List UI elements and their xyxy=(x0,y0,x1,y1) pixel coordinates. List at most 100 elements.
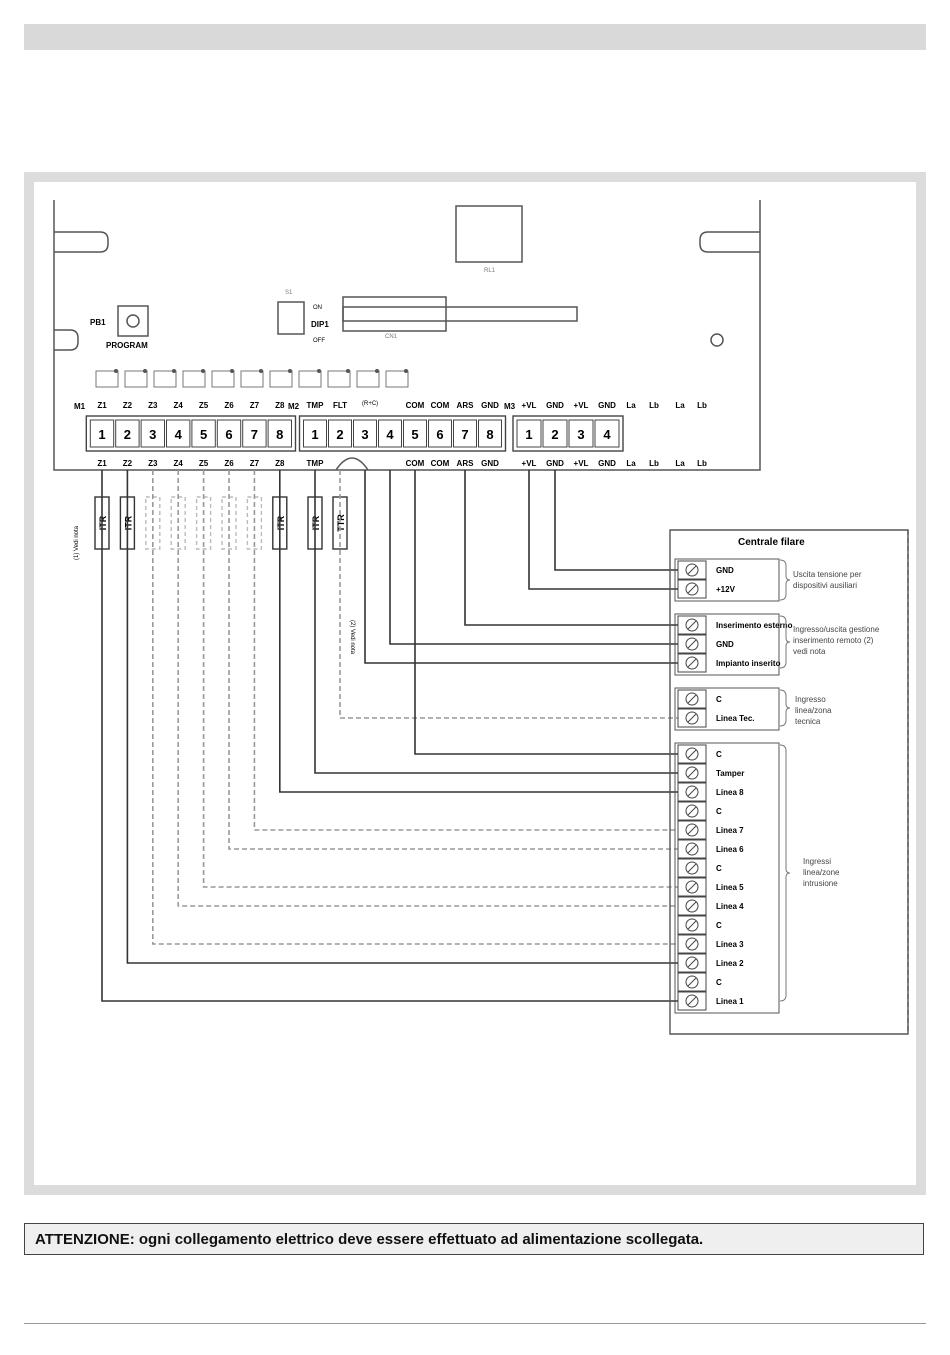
terminal-screw xyxy=(216,419,242,448)
terminal-number: 1 xyxy=(311,427,318,442)
terminal-number: 4 xyxy=(175,427,183,442)
header-bar xyxy=(24,24,926,50)
panel-terminal-label: Linea 2 xyxy=(716,959,744,968)
pb1-label: PB1 xyxy=(90,318,106,327)
led-dot xyxy=(288,369,292,373)
terminal-screw xyxy=(328,419,352,448)
terminal-screw xyxy=(594,419,620,448)
panel-terminal-frame xyxy=(674,742,780,1014)
screw-head xyxy=(685,899,699,913)
panel-terminal-frame xyxy=(674,558,780,602)
terminal-top-label: Z3 xyxy=(148,401,158,410)
led-5 xyxy=(211,370,235,388)
terminal-bottom-label: Z1 xyxy=(97,459,107,468)
panel-terminal-label: Linea 7 xyxy=(716,826,744,835)
terminal-bottom-label: COM xyxy=(406,459,425,468)
panel-terminal-label: C xyxy=(716,978,722,987)
screw-slot xyxy=(687,639,697,649)
screw-slot xyxy=(687,713,697,723)
resistor-label: ITR xyxy=(123,515,133,530)
screw-slot xyxy=(687,863,697,873)
terminal-top-label: GND xyxy=(546,401,564,410)
terminal-bottom-label: Lb xyxy=(697,459,707,468)
led-dot xyxy=(230,369,234,373)
panel-terminal-label: GND xyxy=(716,566,734,575)
screw-head xyxy=(685,582,699,596)
screw-head xyxy=(685,975,699,989)
terminal-bottom-label: GND xyxy=(546,459,564,468)
screw-slot xyxy=(687,939,697,949)
terminal-screw xyxy=(89,419,115,448)
terminal-screw xyxy=(166,419,191,448)
screw-slot xyxy=(687,565,697,575)
panel-terminal-label: C xyxy=(716,921,722,930)
terminal-top-label: Z8 xyxy=(275,401,285,410)
screw-slot xyxy=(687,996,697,1006)
led-dot xyxy=(172,369,176,373)
terminal-bottom-label: Z6 xyxy=(224,459,234,468)
terminal-top-label: La xyxy=(675,401,685,410)
screw-slot xyxy=(687,694,697,704)
diagram-area xyxy=(34,182,916,1185)
rlc-wire xyxy=(364,470,678,664)
screw-slot xyxy=(687,584,697,594)
screw-head xyxy=(685,880,699,894)
screw-slot xyxy=(687,977,697,987)
terminal-top-label: TMP xyxy=(307,401,325,410)
dip-slot-label: CN1 xyxy=(385,334,398,340)
zone-wire-2 xyxy=(126,470,678,964)
screw-head xyxy=(685,711,699,725)
screw-head xyxy=(685,823,699,837)
terminal-number: 2 xyxy=(551,427,558,442)
footer-rule xyxy=(24,1323,926,1324)
panel-terminal-label: C xyxy=(716,864,722,873)
screw-head xyxy=(685,692,699,706)
terminal-number: 4 xyxy=(603,427,611,442)
terminal-bottom-label: Z8 xyxy=(275,459,285,468)
led-11 xyxy=(385,370,409,388)
screw-slot xyxy=(687,882,697,892)
led-9 xyxy=(327,370,351,388)
terminal-number: 6 xyxy=(225,427,232,442)
terminal-bottom-label: GND xyxy=(481,459,499,468)
terminal-screw xyxy=(378,419,402,448)
note1-label: (1) Vedi nota xyxy=(74,525,80,560)
screw-slot xyxy=(687,620,697,630)
m2-label: M2 xyxy=(288,402,300,411)
zone-wire-6 xyxy=(228,470,678,850)
led-6 xyxy=(240,370,264,388)
terminal-number: 7 xyxy=(461,427,468,442)
terminal-screw xyxy=(428,419,452,448)
zone-wire-1 xyxy=(101,470,678,1002)
tamper-wire xyxy=(314,470,678,774)
rlc-label: (R+C) xyxy=(362,401,378,407)
terminal-screw xyxy=(403,419,427,448)
dip-off-label: OFF xyxy=(313,338,325,344)
led-7 xyxy=(269,370,293,388)
screw-head xyxy=(685,747,699,761)
warning-box: ATTENZIONE: ogni collegamento elettrico … xyxy=(24,1223,924,1255)
panel-terminal-label: Linea Tec. xyxy=(716,714,755,723)
panel-terminal-label: C xyxy=(716,750,722,759)
panel-terminal-frame xyxy=(674,613,780,676)
screw-slot xyxy=(687,901,697,911)
led-dot xyxy=(317,369,321,373)
screw-head xyxy=(685,563,699,577)
terminal-top-label: La xyxy=(626,401,636,410)
led-dot xyxy=(404,369,408,373)
terminal-bottom-label: Z7 xyxy=(250,459,260,468)
gnd-aux-wire xyxy=(554,470,678,571)
warning-label: ATTENZIONE: xyxy=(35,1231,135,1248)
led-3 xyxy=(153,370,177,388)
panel-terminal-label: Inserimento esterno xyxy=(716,621,793,630)
resistor-label: ITR xyxy=(311,515,321,530)
screw-slot xyxy=(687,658,697,668)
zone-wire-5 xyxy=(202,470,678,888)
panel-title: Centrale filare xyxy=(738,537,805,548)
diagram-frame xyxy=(24,172,926,1195)
